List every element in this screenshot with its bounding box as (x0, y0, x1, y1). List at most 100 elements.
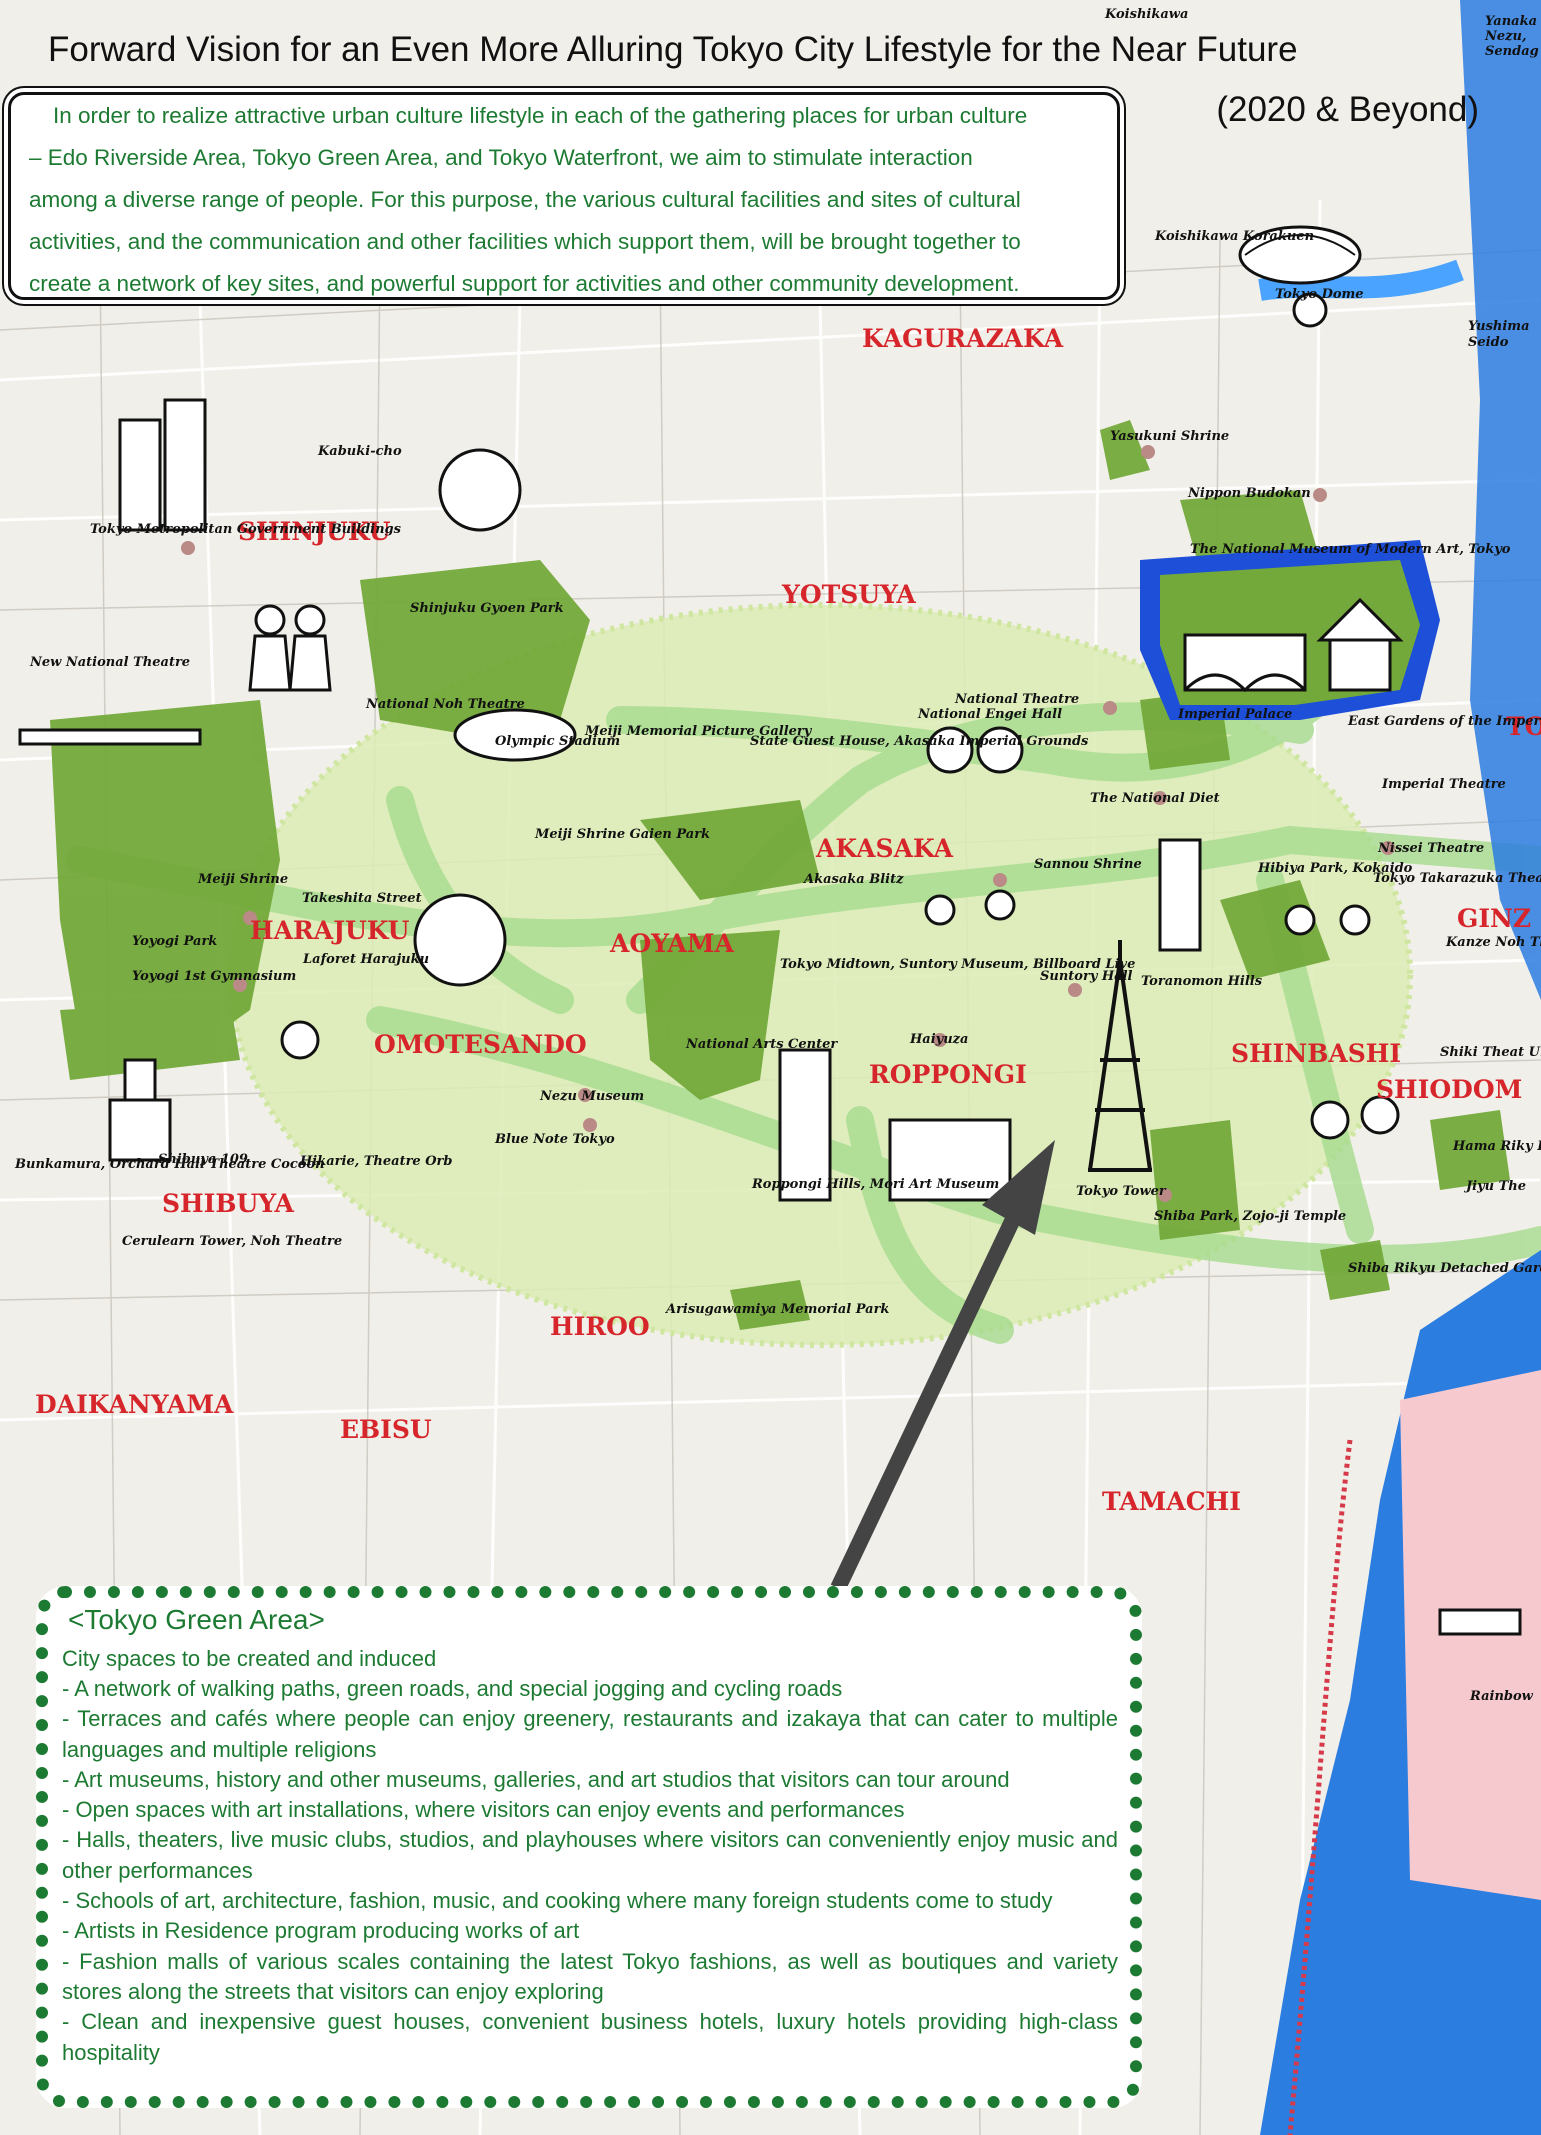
place-label-tokyo-tower: Tokyo Tower (1076, 1184, 1167, 1199)
tmg-building-icon (118, 418, 162, 532)
person-body-icon (288, 634, 332, 692)
panel-list-item: - Art museums, history and other museums… (62, 1766, 1010, 1792)
place-label-nissei-theatre: Nissei Theatre (1377, 841, 1484, 856)
place-label-suntory-hall: Suntory Hall (1040, 969, 1133, 984)
panel-list-item: - Open spaces with art installations, wh… (62, 1797, 905, 1823)
district-label-omotesando: OMOTESANDO (374, 1030, 587, 1059)
intro-box: In order to realize attractive urban cul… (8, 92, 1120, 300)
district-label-akasaka: AKASAKA (815, 834, 954, 863)
intro-line: among a diverse range of people. For thi… (29, 187, 1021, 212)
place-label-national-arts-center: National Arts Center (685, 1037, 838, 1052)
panel-list-item: - Artists in Residence program producing… (62, 1918, 580, 1944)
yasukuni-shrine (1100, 420, 1150, 480)
yoyogi-park (60, 1000, 240, 1080)
place-label-takarazuka: Tokyo Takarazuka Theatre (1373, 871, 1541, 886)
panel-title: <Tokyo Green Area> (68, 1604, 325, 1635)
green-area-zone (230, 605, 1410, 1345)
district-label-roppongi: ROPPONGI (869, 1060, 1027, 1089)
arisugawa-park (730, 1280, 810, 1330)
intro-line: activities, and the communication and ot… (29, 229, 1021, 254)
place-labels: Koishikawa Yanaka Nezu, Sendag Koishikaw… (14, 7, 1541, 1704)
place-label-haiyuza: Haiyuza (909, 1032, 968, 1047)
place-label-blue-note: Blue Note Tokyo (494, 1132, 615, 1147)
place-label-seido: Seido (1468, 335, 1509, 350)
bicycle-wheel-icon (976, 726, 1024, 774)
place-label-nezu: Nezu, (1484, 29, 1527, 44)
place-label-shibuya-109: Shibuya 109 (158, 1152, 248, 1167)
place-label-meiji-gaien: Meiji Shrine Gaien Park (534, 827, 710, 842)
meiji-shrine-park (50, 700, 280, 1060)
place-label-yoyogi-gym: Yoyogi 1st Gymnasium (132, 969, 296, 984)
panel-list-item: - Schools of art, architecture, fashion,… (62, 1888, 1053, 1914)
place-label-imperial-theatre: Imperial Theatre (1381, 777, 1506, 792)
person-body-icon (248, 634, 292, 692)
place-label-arisugawa: Arisugawamiya Memorial Park (664, 1302, 889, 1317)
district-label-shinjuku: SHINJUKU (238, 517, 391, 546)
place-label-noh-theatre: National Noh Theatre (365, 697, 525, 712)
people-group-icon (1310, 1100, 1350, 1140)
toranomon-tower-icon (1158, 838, 1202, 952)
place-label-jiyu: Jiyu The (1463, 1179, 1526, 1194)
place-label-akasaka-blitz: Akasaka Blitz (802, 872, 904, 887)
district-label-kagurazaka: KAGURAZAKA (862, 324, 1064, 353)
panel-subtitle: City spaces to be created and induced (62, 1646, 437, 1671)
place-label-hibiya: Hibiya Park, Kokaido (1257, 861, 1413, 876)
place-label-kabukicho: Kabuki-cho (317, 444, 402, 459)
olympic-stadium-icon (453, 708, 577, 762)
dome-roof-icon (1244, 234, 1356, 256)
bicycle-wheel-icon (926, 726, 974, 774)
torii-gate-icon (18, 728, 202, 746)
district-label-hiroo: HIROO (550, 1312, 650, 1341)
place-label-yasukuni: Yasukuni Shrine (1110, 429, 1229, 444)
green-area-border (227, 602, 1413, 1348)
place-label-olympic-stadium: Olympic Stadium (495, 734, 620, 749)
page-subtitle: (2020 & Beyond) (1216, 90, 1479, 129)
rainbow-bridge-icon (1438, 1608, 1522, 1636)
place-label-takeshita: Takeshita Street (302, 891, 422, 906)
panel-list-item: - Terraces and cafés where people can en… (62, 1706, 1118, 1762)
nijubashi-bridge-icon (1183, 673, 1307, 693)
place-label-national-theatre: National Theatre (954, 692, 1079, 707)
place-label-nezu-museum: Nezu Museum (539, 1089, 644, 1104)
district-label-shinbashi: SHINBASHI (1231, 1039, 1401, 1068)
person-icon (254, 604, 286, 636)
person-icon (294, 604, 326, 636)
intro-line: In order to realize attractive urban cul… (53, 103, 1028, 128)
panel-list-item: - Fashion malls of various scales contai… (62, 1948, 1118, 2004)
place-label-yushima: Yushima (1468, 319, 1530, 334)
pointer-arrow (830, 1140, 1055, 1592)
place-label-midtown: Tokyo Midtown, Suntory Museum, Billboard… (780, 957, 1135, 972)
waterfront-boundary (1287, 1439, 1353, 2135)
district-label-yotsuya: YOTSUYA (781, 580, 916, 609)
imperial-palace-illustration (1183, 633, 1307, 692)
district-label-tamachi: TAMACHI (1102, 1487, 1241, 1516)
place-label-shiba-rikyu: Shiba Rikyu Detached Garden (1348, 1261, 1541, 1276)
musician-icon (924, 894, 956, 926)
tree-illustration-icon (438, 448, 522, 532)
castle-wall-icon (1328, 638, 1392, 692)
district-label-harajuku: HARAJUKU (250, 916, 410, 945)
place-label-hikarie: Hikarie, Theatre Orb (299, 1154, 453, 1169)
person-icon (1284, 904, 1316, 936)
place-label-shiba-park: Shiba Park, Zojo-ji Temple (1154, 1209, 1346, 1224)
district-label-ginza: GINZ (1457, 904, 1531, 933)
place-label-momat: The National Museum of Modern Art, Tokyo (1190, 542, 1511, 557)
place-label-yoyogi-park: Yoyogi Park (132, 934, 217, 949)
tokyo-tower-icon (1088, 940, 1152, 1172)
district-label-aoyama: AOYAMA (609, 929, 734, 958)
tmg-tower-icon (163, 398, 207, 532)
place-markers (181, 445, 1395, 1202)
district-label-shiodome: SHIODOM (1376, 1075, 1522, 1104)
people-group-icon (1360, 1095, 1400, 1135)
panel-list-item: - Halls, theaters, live music clubs, stu… (62, 1827, 1118, 1883)
place-label-toranomon: Toranomon Hills (1141, 974, 1263, 989)
kanda-river (1258, 259, 1464, 301)
artist-icon (280, 1020, 320, 1060)
park-tree-icon (413, 893, 507, 987)
place-label-koishikawa: Koishikawa (1104, 7, 1188, 22)
place-label-state-guest-house: State Guest House, Akasaka Imperial Grou… (750, 734, 1089, 749)
district-labels: KAGURAZAKA SHINJUKU YOTSUYA AKASAKA HARA… (35, 324, 1541, 1516)
hama-rikyu (1430, 1110, 1510, 1190)
place-label-east-gardens: East Gardens of the Imperial Palace (1347, 714, 1541, 729)
place-label-kanze: Kanze Noh Theatr (1445, 935, 1541, 950)
